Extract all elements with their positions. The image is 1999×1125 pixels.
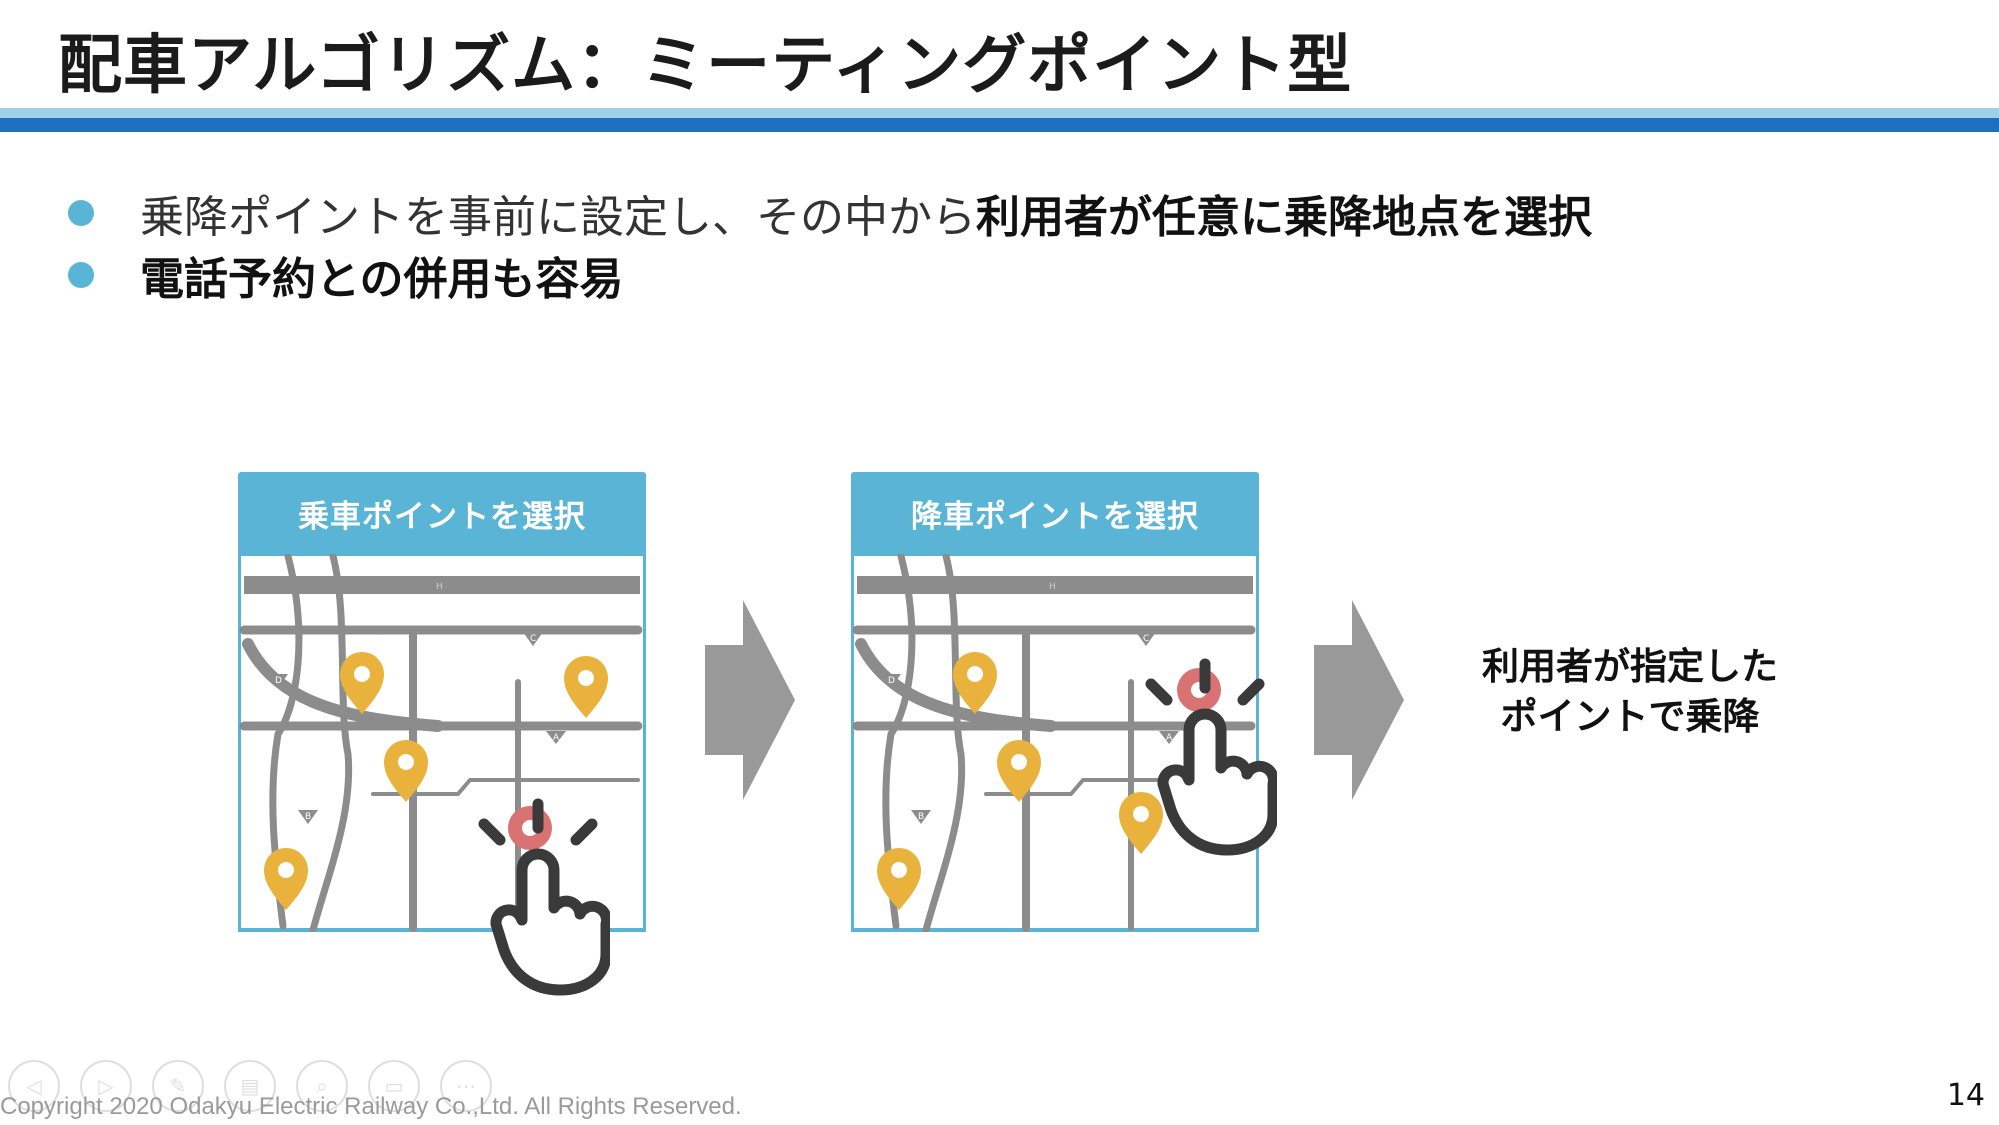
pickup-panel-header: 乗車ポイントを選択	[238, 472, 646, 554]
tap-hand-icon	[478, 798, 610, 996]
road-label: B	[918, 812, 924, 822]
bullet-text-emphasis: 利用者が任意に乗降地点を選択	[976, 192, 1592, 243]
road-label: D	[275, 676, 282, 686]
tap-hand-icon	[1145, 658, 1277, 856]
pickup-panel: 乗車ポイントを選択 H C D A B	[238, 472, 646, 932]
result-text-line: 利用者が指定した	[1482, 645, 1778, 688]
road-label: H	[436, 582, 443, 592]
more-icon[interactable]: ⋯	[440, 1060, 492, 1112]
bullet-dot	[68, 200, 94, 226]
play-icon[interactable]: ▷	[80, 1060, 132, 1112]
road-label: A	[1166, 733, 1173, 743]
result-text-line: ポイントで乗降	[1500, 695, 1760, 738]
road-label: C	[530, 634, 536, 644]
bullet-list: 乗降ポイントを事前に設定し、その中から利用者が任意に乗降地点を選択 電話予約との…	[68, 182, 1592, 306]
arrow-right-icon	[705, 600, 795, 800]
map-pin-icon[interactable]	[384, 740, 428, 802]
road-label: C	[1143, 634, 1149, 644]
slide-title: 配車アルゴリズム：ミーティングポイント型	[58, 29, 1353, 103]
bullet-dot	[68, 262, 94, 288]
map-pin-icon[interactable]	[997, 740, 1041, 802]
map-pin-icon[interactable]	[877, 848, 921, 910]
map-pin-icon[interactable]	[264, 848, 308, 910]
road-label: A	[553, 733, 560, 743]
bullet-item: 電話予約との併用も容易	[68, 244, 1592, 306]
slides-icon[interactable]: ▤	[224, 1060, 276, 1112]
title-underline-light	[0, 108, 1999, 118]
bullet-text: 乗降ポイントを事前に設定し、その中から	[140, 192, 976, 243]
previous-icon[interactable]: ◁	[8, 1060, 60, 1112]
road-label: H	[1049, 582, 1056, 592]
road-label: B	[305, 812, 311, 822]
road-label: D	[888, 676, 895, 686]
copyright-text: Copyright 2020 Odakyu Electric Railway C…	[0, 1093, 742, 1120]
title-underline-dark	[0, 118, 1999, 132]
subtitles-icon[interactable]: ▭	[368, 1060, 420, 1112]
pen-icon[interactable]: ✎	[152, 1060, 204, 1112]
map-pin-icon[interactable]	[1119, 792, 1163, 854]
pickup-map: H C D A B	[238, 554, 646, 932]
zoom-icon[interactable]: ⌕	[296, 1060, 348, 1112]
bullet-item: 乗降ポイントを事前に設定し、その中から利用者が任意に乗降地点を選択	[68, 182, 1592, 244]
map-pin-icon[interactable]	[953, 652, 997, 714]
map-pin-icon[interactable]	[564, 656, 608, 718]
dropoff-panel-header: 降車ポイントを選択	[851, 472, 1259, 554]
page-number: 14	[1946, 1078, 1985, 1113]
presentation-controls: ◁ ▷ ✎ ▤ ⌕ ▭ ⋯	[8, 1060, 492, 1112]
dropoff-panel: 降車ポイントを選択 H C D A B	[851, 472, 1259, 932]
bullet-text-emphasis: 電話予約との併用も容易	[140, 254, 624, 305]
arrow-right-icon	[1314, 600, 1404, 800]
map-pin-icon[interactable]	[340, 652, 384, 714]
result-text: 利用者が指定した ポイントで乗降	[1440, 642, 1820, 742]
